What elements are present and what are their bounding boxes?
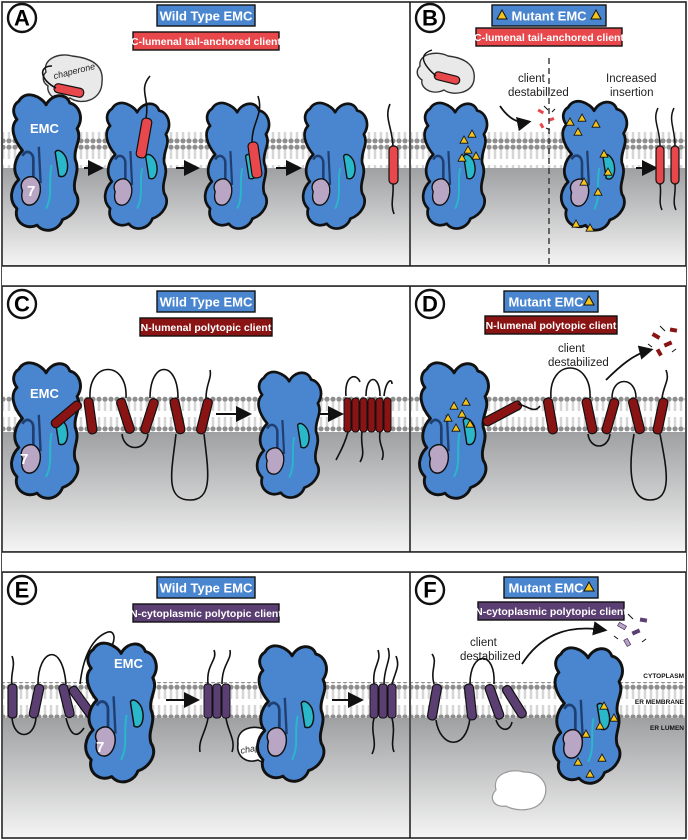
panel-b-subtitle: C-lumenal tail-anchored client <box>474 32 624 44</box>
emc-label-a: EMC <box>30 121 60 136</box>
note-destabilized-f-line1: client <box>470 637 498 649</box>
degraded-fragments-f <box>613 613 648 648</box>
panel-a: A Wild Type EMC C-lumenal tail-anchored … <box>6 2 399 232</box>
degraded-fragments-d <box>647 325 678 357</box>
panel-b-title-pill <box>491 4 607 27</box>
n-cytoplasmic-client-e <box>7 631 115 736</box>
panel-c-title-pill <box>156 290 256 313</box>
panel-b-letter: B <box>422 6 438 31</box>
compartment-er-lumen: ER LUMEN <box>650 725 684 732</box>
panel-e: E Wild Type EMC N-cytoplasmic polytopic … <box>6 574 399 784</box>
panel-a-title: Wild Type EMC <box>160 9 253 24</box>
folded-client-e <box>369 647 399 755</box>
n-cytoplasmic-client-f <box>426 653 527 744</box>
panel-d-subtitle-pill <box>484 315 618 335</box>
panel-f: F Mutant EMC N-cytoplasmic polytopic cli… <box>414 574 685 811</box>
compartment-cytoplasm: CYTOPLASM <box>643 673 684 680</box>
panel-c-subtitle: N-lumenal polytopic client <box>141 322 272 334</box>
panel-a-subtitle-pill <box>132 31 280 51</box>
ta-client-a2 <box>135 117 153 159</box>
note-destabilized-f-line2: destabilized <box>460 651 521 663</box>
note-insertion-b-line2: insertion <box>610 87 653 99</box>
panel-a-subtitle: C-lumenal tail-anchored client <box>131 36 281 48</box>
panel-d-title: Mutant EMC <box>508 295 584 310</box>
note-destabilized-b-line1: client <box>518 73 546 85</box>
client-stuck-d <box>482 400 523 427</box>
ta-client-inserted-b2 <box>670 145 680 185</box>
panel-c-letter: C <box>14 292 30 317</box>
panel-a-title-pill <box>156 4 256 27</box>
emc-complex-a1 <box>10 93 82 232</box>
ta-client-a3 <box>247 141 263 179</box>
panel-d-title-pill <box>503 290 599 313</box>
emc-complex-a4 <box>301 101 369 230</box>
emc-label-c: EMC <box>30 386 60 401</box>
ta-client-inserted-a <box>388 145 399 185</box>
panel-d-letter-badge <box>414 288 446 320</box>
panel-b: B Mutant EMC C-lumenal tail-anchored cli… <box>414 2 680 264</box>
panel-d-subtitle: N-lumenal polytopic client <box>486 320 617 332</box>
n-lumenal-client-c <box>50 368 213 501</box>
n-lumenal-client-d <box>542 367 669 501</box>
panel-c-title: Wild Type EMC <box>160 295 253 310</box>
panel-e-letter: E <box>15 578 30 603</box>
emc-label-e: EMC <box>114 656 144 671</box>
emc-complex-f-mutant <box>551 646 625 785</box>
row-gap-2 <box>2 552 686 572</box>
panel-c: C Wild Type EMC N-lumenal polytopic clie… <box>6 288 393 501</box>
panel-e-subtitle-pill <box>132 603 280 623</box>
membrane-f <box>411 682 685 718</box>
panel-a-letter: A <box>14 6 30 31</box>
emc-complex-b1-mutant <box>421 101 489 230</box>
panel-e-title: Wild Type EMC <box>160 581 253 596</box>
lumen-f <box>411 718 685 837</box>
panel-b-title: Mutant EMC <box>511 9 587 24</box>
panel-b-letter-badge <box>414 2 446 34</box>
note-destabilized-b-line2: destabilized <box>508 87 569 99</box>
emc7-label-c: 7 <box>20 451 28 468</box>
panel-c-letter-badge <box>6 288 38 320</box>
panel-a-letter-badge <box>6 2 38 34</box>
folded-n-lumenal-client-c <box>335 375 393 463</box>
chaperone-f <box>491 770 547 811</box>
emc-complex-e2 <box>255 644 329 783</box>
arrow-d-degrade <box>605 345 654 381</box>
arrow-f-degrade <box>521 621 608 665</box>
panel-e-letter-badge <box>6 574 38 606</box>
panel-e-subtitle: N-cytoplasmic polytopic client <box>130 608 282 620</box>
emc7-label-e: 7 <box>96 739 104 756</box>
panel-e-title-pill <box>156 576 256 599</box>
panel-d-letter: D <box>422 292 438 317</box>
partially-folded-client-e <box>198 649 234 753</box>
arrow-b-degrade <box>499 105 532 132</box>
lumen-e <box>3 718 409 837</box>
panel-f-title-pill <box>503 576 599 599</box>
note-insertion-b-line1: Increased <box>606 73 657 85</box>
compartment-er-membrane: ER MEMBRANE <box>635 699 685 706</box>
panel-f-subtitle-pill <box>477 601 625 621</box>
panel-d: D Mutant EMC N-lumenal polytopic client … <box>414 288 678 501</box>
panel-f-letter: F <box>423 578 436 603</box>
panel-f-letter-badge <box>414 574 446 606</box>
ta-client-inserted-b1 <box>655 145 665 185</box>
panel-f-subtitle: N-cytoplasmic polytopic client <box>475 606 627 618</box>
note-destabilized-d-line1: client <box>558 343 586 355</box>
emc-complex-c1 <box>9 361 83 500</box>
emc-complex-c2 <box>255 370 323 499</box>
emc-complex-a2 <box>103 101 171 230</box>
emc7-label-a: 7 <box>27 183 35 200</box>
panel-b-subtitle-pill <box>475 27 623 47</box>
note-destabilized-d-line2: destabilized <box>548 357 609 369</box>
row-gap-1 <box>2 266 686 286</box>
panel-f-title: Mutant EMC <box>508 581 584 596</box>
panel-c-subtitle-pill <box>139 317 273 337</box>
